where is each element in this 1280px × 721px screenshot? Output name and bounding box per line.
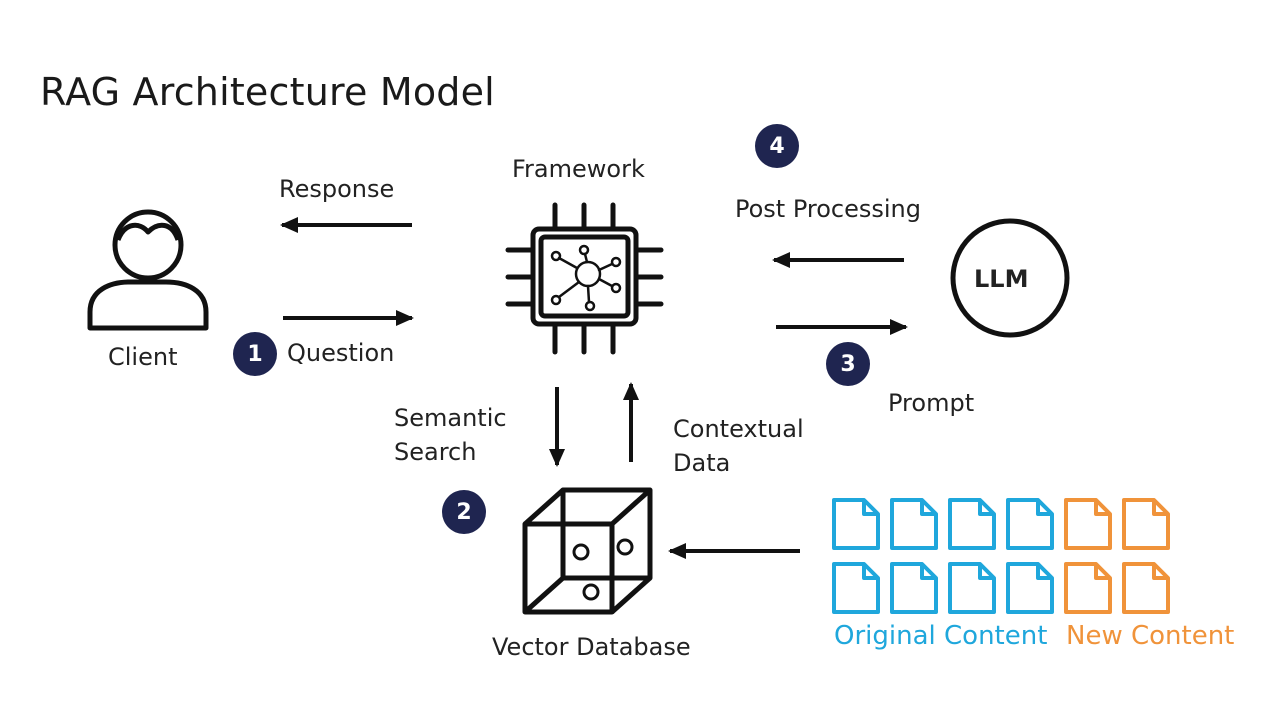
document-icon <box>948 498 996 550</box>
contextual-data-label: Contextual Data <box>673 412 804 480</box>
step-badge-4: 4 <box>755 124 799 168</box>
document-icon <box>832 498 880 550</box>
new-documents <box>1064 498 1170 614</box>
step-badge-1: 1 <box>233 332 277 376</box>
cube-icon <box>522 487 653 615</box>
document-icon <box>890 562 938 614</box>
document-icon <box>1006 498 1054 550</box>
client-label: Client <box>108 343 178 371</box>
person-icon <box>87 209 209 331</box>
document-icon <box>948 562 996 614</box>
llm-node <box>950 218 1070 338</box>
vector-database-label: Vector Database <box>492 633 691 661</box>
chip-icon <box>505 202 664 355</box>
step-badge-2: 2 <box>442 490 486 534</box>
document-icon <box>1122 498 1170 550</box>
question-label: Question <box>287 339 395 367</box>
llm-label: LLM <box>974 265 1029 293</box>
step-badge-3: 3 <box>826 342 870 386</box>
document-icon <box>1122 562 1170 614</box>
original-documents <box>832 498 1054 614</box>
document-icon <box>890 498 938 550</box>
contextual-data-line-2: Data <box>673 449 731 477</box>
framework-label: Framework <box>512 155 645 183</box>
original-content-label: Original Content <box>834 621 1048 651</box>
document-icon <box>832 562 880 614</box>
document-icon <box>1006 562 1054 614</box>
new-content-label: New Content <box>1066 621 1235 651</box>
document-icon <box>1064 562 1112 614</box>
page-title: RAG Architecture Model <box>40 70 495 114</box>
semantic-search-line-1: Semantic <box>394 404 507 432</box>
document-icon <box>1064 498 1112 550</box>
response-label: Response <box>279 175 395 203</box>
contextual-data-line-1: Contextual <box>673 415 804 443</box>
semantic-search-line-2: Search <box>394 438 477 466</box>
semantic-search-label: Semantic Search <box>394 401 507 469</box>
prompt-label: Prompt <box>888 389 975 417</box>
post-processing-label: Post Processing <box>735 195 921 223</box>
